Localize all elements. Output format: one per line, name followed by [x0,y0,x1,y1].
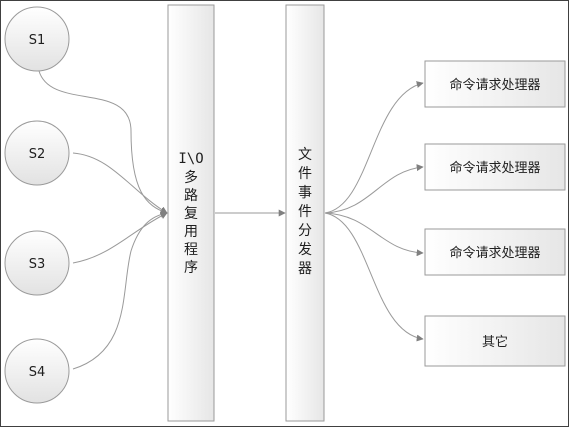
connector-s4 [72,210,168,370]
client-s2-label: S2 [29,147,46,162]
handler-connectors [324,81,424,342]
io-multiplexer-char-3: 复 [184,205,198,222]
client-connectors [38,70,168,370]
connector-handler-4 [324,212,424,342]
handler-box-other: 其它 [424,315,566,367]
handler-box-3-label: 命令请求处理器 [449,245,540,261]
client-s2: S2 [4,120,70,186]
connector-s1 [38,70,168,215]
io-multiplexer-char-2: 路 [184,188,198,204]
handler-box-3: 命令请求处理器 [424,228,566,276]
handler-box-2: 命令请求处理器 [424,143,566,191]
handler-box-2-label: 命令请求处理器 [449,160,540,176]
dispatcher-char-4: 件 [298,204,312,220]
connector-handler-3 [324,212,424,257]
client-s1: S1 [4,6,70,72]
client-s4: S4 [4,338,70,404]
io-multiplexer-label-line1: I\O [178,151,203,167]
dispatcher-char-1: 文 [298,147,312,163]
dispatcher-char-5: 分 [298,223,312,239]
client-s3: S3 [4,230,70,296]
io-multiplexer: I\O 多 路 复 用 程 序 [167,4,215,422]
io-multiplexer-char-6: 序 [184,260,198,276]
client-s4-label: S4 [29,365,46,380]
dispatcher-char-6: 发 [298,242,312,258]
client-s1-label: S1 [29,33,46,48]
client-s3-label: S3 [29,257,46,272]
file-event-dispatcher: 文 件 事 件 分 发 器 [285,4,325,422]
connector-s3 [72,212,168,264]
handler-box-1-label: 命令请求处理器 [449,77,540,93]
handler-box-1: 命令请求处理器 [424,60,566,108]
connector-handler-1 [324,81,424,214]
dispatcher-char-2: 件 [298,166,312,182]
dispatcher-char-3: 事 [298,185,312,201]
connector-handler-2 [324,164,424,214]
io-multiplexer-char-1: 多 [184,169,198,186]
io-multiplexer-char-4: 用 [184,224,198,240]
io-multiplexer-char-5: 程 [184,242,198,258]
handler-box-other-label: 其它 [482,334,508,350]
connector-s2 [72,152,168,214]
dispatcher-char-7: 器 [298,261,312,277]
